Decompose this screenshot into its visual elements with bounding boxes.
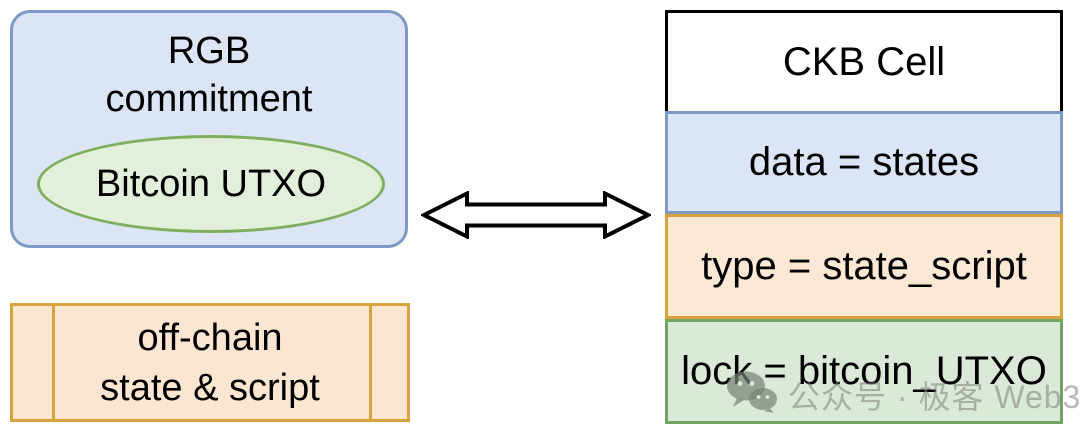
- double-arrow-icon: [419, 190, 653, 240]
- rgb-commitment-title-line2: commitment: [105, 78, 313, 120]
- offchain-box-right-bar: [369, 306, 372, 419]
- ckb-cell-table: CKB Cell data = states type = state_scri…: [665, 10, 1063, 424]
- rgb-commitment-title: RGB commitment: [13, 27, 405, 123]
- offchain-box-left-bar: [52, 306, 55, 419]
- ckb-cell-type-label: type = state_script: [701, 244, 1027, 288]
- ckb-cell-lock-row: lock = bitcoin_UTXO: [665, 319, 1063, 424]
- rgb-commitment-title-line1: RGB: [167, 30, 251, 72]
- ckb-cell-header: CKB Cell: [665, 10, 1063, 111]
- offchain-state-script-box: off-chain state & script: [10, 303, 410, 422]
- ckb-cell-data-label: data = states: [748, 140, 980, 184]
- ckb-cell-data-row: data = states: [665, 111, 1063, 214]
- offchain-label-line2: state & script: [100, 366, 320, 409]
- bitcoin-utxo-ellipse: Bitcoin UTXO: [37, 135, 385, 233]
- ckb-cell-type-row: type = state_script: [665, 214, 1063, 319]
- offchain-label-line1: off-chain: [137, 316, 283, 359]
- ckb-cell-lock-label: lock = bitcoin_UTXO: [681, 349, 1047, 393]
- ckb-cell-header-label: CKB Cell: [782, 39, 946, 84]
- bitcoin-utxo-label: Bitcoin UTXO: [95, 162, 327, 205]
